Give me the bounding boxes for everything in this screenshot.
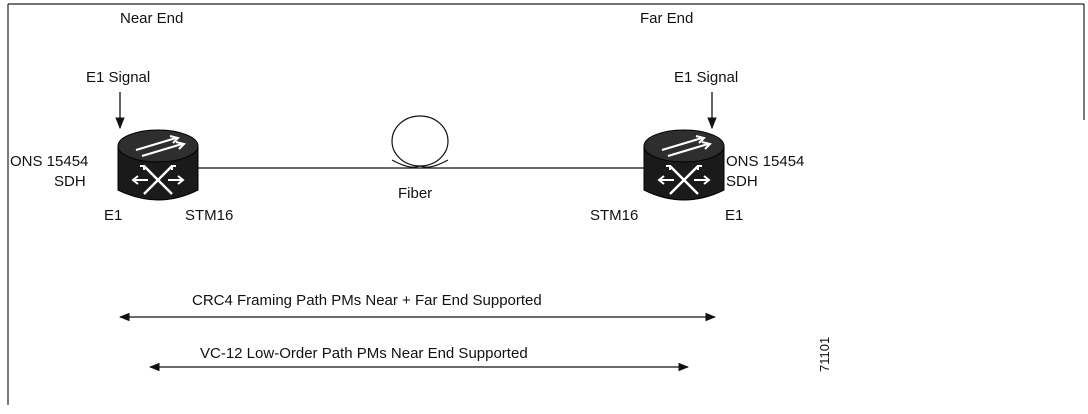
- figure-id: 71101: [817, 337, 832, 372]
- far-signal-label: E1 Signal: [674, 69, 738, 86]
- fiber-label: Fiber: [398, 185, 432, 202]
- far-node-name-line2: SDH: [726, 173, 758, 190]
- near-signal-label: E1 Signal: [86, 69, 150, 86]
- near-port-stm16: STM16: [185, 207, 233, 224]
- range-vc12-label: VC-12 Low-Order Path PMs Near End Suppor…: [200, 345, 528, 362]
- near-node-icon: [117, 129, 199, 201]
- near-end-title: Near End: [120, 10, 183, 27]
- near-node-name-line1: ONS 15454: [10, 153, 88, 170]
- far-node-name-line1: ONS 15454: [726, 153, 804, 170]
- far-node-icon: [643, 129, 725, 201]
- range-crc4-label: CRC4 Framing Path PMs Near + Far End Sup…: [192, 292, 542, 309]
- fiber-coil-icon: [391, 115, 449, 168]
- near-node-name-line2: SDH: [54, 173, 86, 190]
- near-port-e1: E1: [104, 207, 122, 224]
- far-end-title: Far End: [640, 10, 693, 27]
- far-port-stm16: STM16: [590, 207, 638, 224]
- far-port-e1: E1: [725, 207, 743, 224]
